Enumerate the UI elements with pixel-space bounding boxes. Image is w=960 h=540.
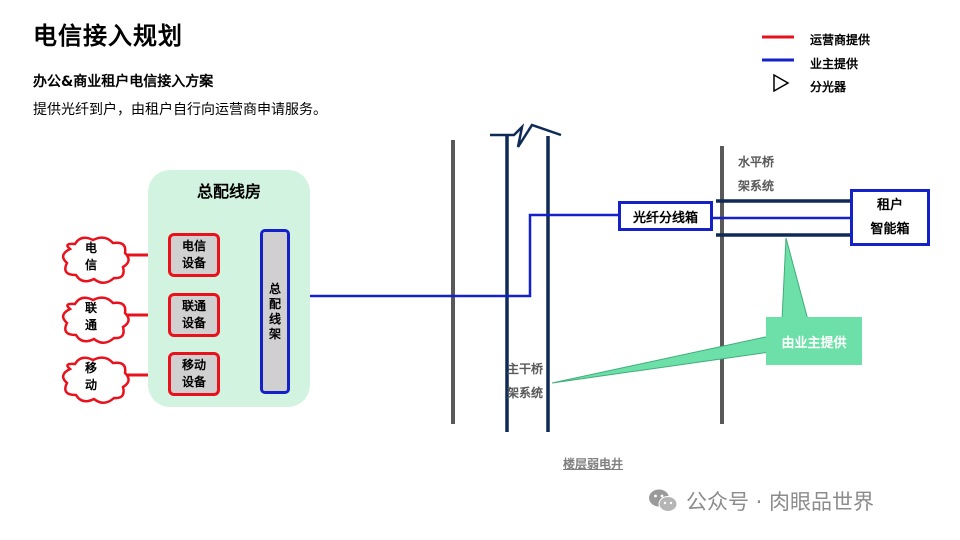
- owner-fiber-riser: [290, 213, 618, 298]
- frame-label: 总配线架: [268, 281, 281, 341]
- tenant-box-line2: 智能箱: [870, 221, 910, 237]
- tenant-smart-box: 租户 智能箱: [850, 189, 930, 246]
- main-tray-label: 主干桥 架系统: [507, 357, 543, 405]
- horizontal-tray-label: 水平桥 架系统: [738, 150, 774, 198]
- cloud-shape: [61, 236, 130, 404]
- equipment-label-line2: 设备: [181, 316, 206, 330]
- distribution-room-title: 总配线房: [196, 182, 261, 201]
- equipment-label-line2: 设备: [181, 256, 206, 270]
- equipment-label-line1: 联通: [181, 299, 206, 313]
- legend-owner-label: 业主提供: [810, 57, 859, 71]
- page-title: 电信接入规划: [33, 22, 183, 50]
- legend-splitter-label: 分光器: [810, 80, 847, 94]
- splitter-triangle-icon: [773, 73, 790, 93]
- mobile-equipment: 移动设备: [168, 352, 220, 396]
- page-description: 提供光纤到户，由租户自行向运营商申请服务。: [33, 102, 327, 118]
- equipment-label-line1: 移动: [181, 358, 206, 372]
- carrier-label-line1: 移: [84, 361, 97, 375]
- legend-operator-label: 运营商提供: [810, 33, 871, 47]
- unicom-equipment: 联通设备: [168, 293, 220, 337]
- callout-pointer-left: [551, 335, 771, 384]
- fiber-distribution-box: 光纤分线箱: [618, 201, 713, 231]
- carrier-unicom: 联 通: [76, 300, 106, 334]
- tenant-box-line1: 租户: [876, 197, 903, 213]
- watermark: 公众号 · 肉眼品世界: [648, 486, 874, 516]
- horizontal-tray-line2: 架系统: [738, 179, 775, 193]
- page-subtitle: 办公&商业租户电信接入方案: [33, 74, 214, 90]
- main-tray-line2: 架系统: [507, 386, 544, 400]
- horizontal-tray-line1: 水平桥: [738, 155, 775, 169]
- carrier-label-line2: 动: [84, 378, 97, 392]
- telecom-equipment: 电信设备: [168, 233, 220, 277]
- carrier-label-line1: 电: [84, 241, 97, 255]
- wechat-icon: [649, 489, 678, 512]
- main-tray-line1: 主干桥: [507, 362, 544, 376]
- carrier-label-line2: 信: [84, 258, 97, 272]
- main-distribution-frame: 总配线架: [260, 229, 290, 394]
- carrier-mobile: 移 动: [76, 360, 106, 394]
- carrier-telecom: 电 信: [76, 240, 106, 274]
- carrier-label-line1: 联: [84, 301, 97, 315]
- watermark-text: 公众号 · 肉眼品世界: [686, 490, 875, 514]
- carrier-label-line2: 通: [84, 318, 97, 332]
- break-symbol: [490, 123, 562, 148]
- equipment-label-line1: 电信: [181, 239, 206, 253]
- weak-current-shaft-label: 楼层弱电井: [563, 457, 624, 471]
- callout-pointer-top: [781, 237, 809, 321]
- owner-provided-callout: 由业主提供: [766, 317, 862, 365]
- equipment-label-line2: 设备: [181, 375, 206, 389]
